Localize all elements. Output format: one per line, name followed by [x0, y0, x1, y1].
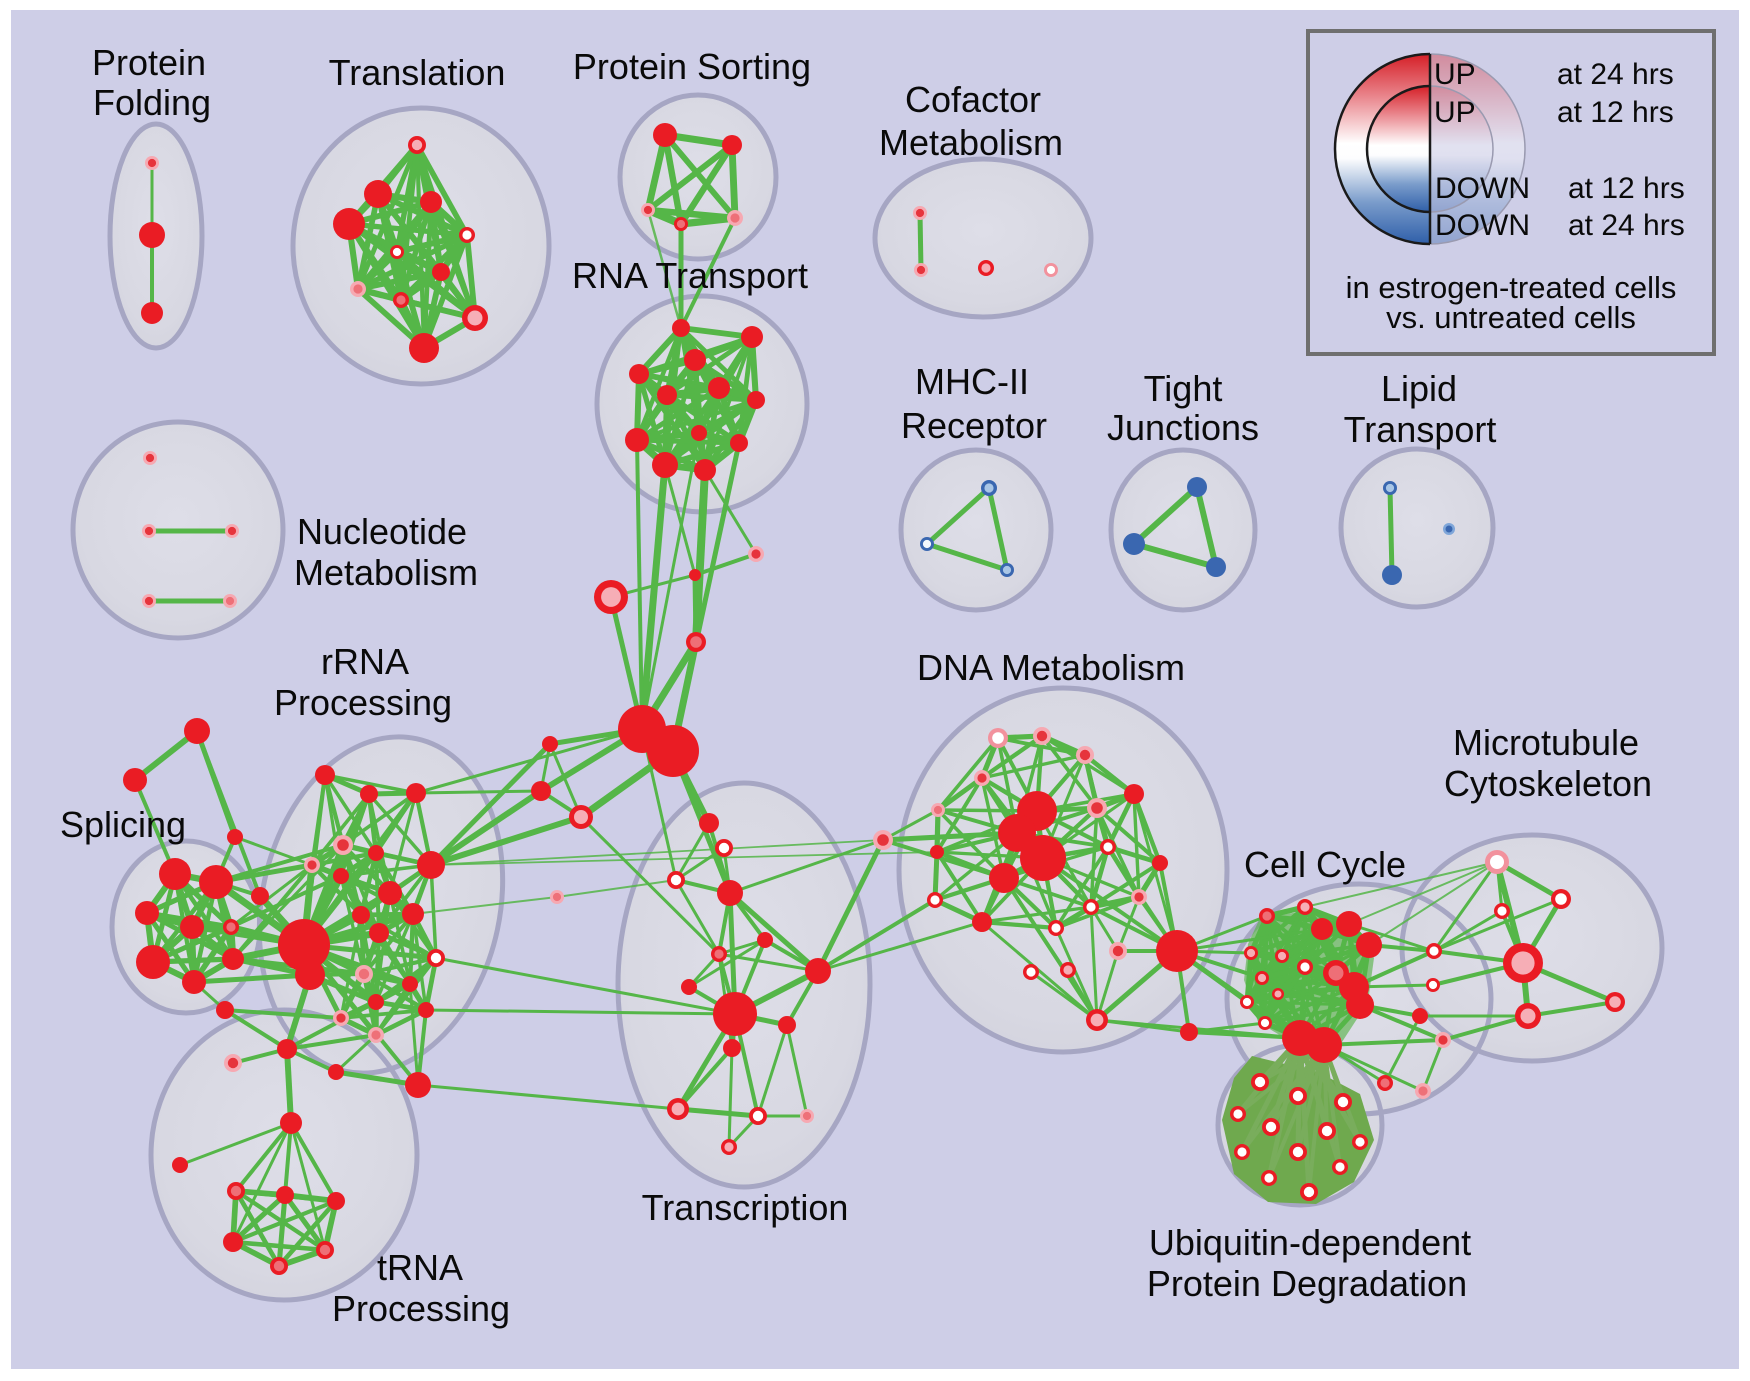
svg-text:DNA Metabolism: DNA Metabolism [917, 647, 1185, 688]
svg-text:Metabolism: Metabolism [879, 122, 1063, 163]
svg-text:Nucleotide: Nucleotide [297, 511, 467, 552]
svg-text:Protein: Protein [92, 42, 206, 83]
svg-text:tRNA: tRNA [377, 1247, 463, 1288]
svg-text:Folding: Folding [93, 82, 211, 123]
svg-text:at 24 hrs: at 24 hrs [1568, 209, 1685, 242]
svg-text:Processing: Processing [274, 682, 452, 723]
svg-text:Transcription: Transcription [642, 1187, 849, 1228]
svg-text:Translation: Translation [329, 52, 506, 93]
svg-text:Microtubule: Microtubule [1453, 722, 1639, 763]
svg-text:Protein Sorting: Protein Sorting [573, 46, 811, 87]
svg-text:Junctions: Junctions [1107, 407, 1259, 448]
svg-text:vs. untreated cells: vs. untreated cells [1386, 300, 1636, 335]
svg-text:Cytoskeleton: Cytoskeleton [1444, 763, 1652, 804]
svg-text:Cofactor: Cofactor [905, 79, 1041, 120]
svg-text:at 24 hrs: at 24 hrs [1557, 58, 1674, 91]
svg-text:UP: UP [1434, 58, 1476, 91]
svg-text:Ubiquitin-dependent: Ubiquitin-dependent [1149, 1222, 1471, 1263]
svg-text:Tight: Tight [1144, 368, 1223, 409]
svg-text:Receptor: Receptor [901, 405, 1047, 446]
svg-text:Lipid: Lipid [1381, 368, 1457, 409]
svg-text:Protein Degradation: Protein Degradation [1147, 1263, 1467, 1304]
svg-text:UP: UP [1434, 96, 1476, 129]
svg-text:Cell Cycle: Cell Cycle [1244, 844, 1406, 885]
svg-text:Transport: Transport [1344, 409, 1497, 450]
svg-text:Metabolism: Metabolism [294, 552, 478, 593]
svg-text:RNA Transport: RNA Transport [572, 255, 808, 296]
svg-text:DOWN: DOWN [1435, 209, 1530, 242]
svg-text:at 12 hrs: at 12 hrs [1557, 96, 1674, 129]
svg-text:Splicing: Splicing [60, 804, 186, 845]
svg-text:DOWN: DOWN [1435, 172, 1530, 205]
svg-text:at 12 hrs: at 12 hrs [1568, 172, 1685, 205]
svg-text:Processing: Processing [332, 1288, 510, 1329]
svg-text:rRNA: rRNA [321, 641, 409, 682]
svg-text:MHC-II: MHC-II [915, 361, 1029, 402]
svg-text:in estrogen-treated cells: in estrogen-treated cells [1346, 270, 1677, 305]
